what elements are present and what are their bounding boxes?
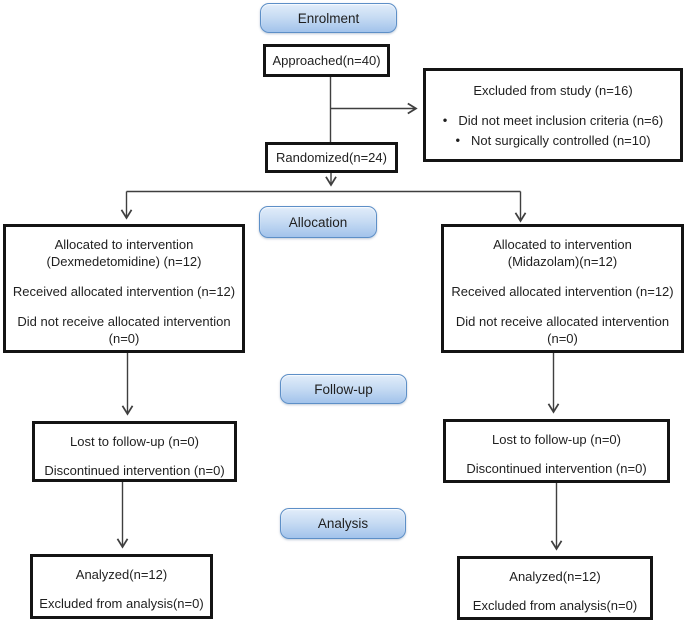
stage-label-enrolment: Enrolment <box>260 3 397 33</box>
allocated-line: Allocated to intervention <box>493 237 632 252</box>
received-line: Received allocated intervention (n=12) <box>12 284 236 299</box>
excluded-bullet-item: • Did not meet inclusion criteria (n=6) <box>432 112 674 129</box>
approached-box: Approached(n=40) <box>263 44 390 77</box>
excluded-from-analysis-line: Excluded from analysis(n=0) <box>39 596 204 611</box>
allocation-text-block: Allocated to intervention (Midazolam)(n=… <box>448 236 677 270</box>
not-received-line: (n=0) <box>547 331 578 346</box>
lost-to-followup-line: Lost to follow-up (n=0) <box>70 434 199 449</box>
allocated-line: (Dexmedetomidine) (n=12) <box>46 254 202 269</box>
discontinued-line: Discontinued intervention (n=0) <box>44 463 225 478</box>
randomized-text: Randomized(n=24) <box>276 150 387 165</box>
allocated-line: Allocated to intervention <box>54 237 194 252</box>
bullet-icon: • <box>455 132 460 148</box>
stage-label-text: Analysis <box>317 516 369 531</box>
allocated-line: (Midazolam)(n=12) <box>507 254 618 269</box>
lost-to-followup-line: Lost to follow-up (n=0) <box>492 432 621 447</box>
stage-label-followup: Follow-up <box>280 374 407 404</box>
not-received-line: (n=0) <box>108 331 140 346</box>
allocation-box-dexmedetomidine: Allocated to intervention (Dexmedetomidi… <box>3 224 245 353</box>
discontinued-line: Discontinued intervention (n=0) <box>466 461 647 476</box>
excluded-bullet-text: Not surgically controlled (n=10) <box>471 133 651 148</box>
randomized-box: Randomized(n=24) <box>265 142 398 173</box>
not-received-block: Did not receive allocated intervention (… <box>448 313 677 347</box>
stage-label-text: Follow-up <box>314 381 373 397</box>
excluded-bullet-item: • Not surgically controlled (n=10) <box>432 132 674 149</box>
excluded-bullet-text: Did not meet inclusion criteria (n=6) <box>458 113 664 128</box>
not-received-line: Did not receive allocated intervention <box>17 314 231 329</box>
followup-box-left: Lost to follow-up (n=0) Discontinued int… <box>32 421 237 482</box>
allocation-text-block: Allocated to intervention (Dexmedetomidi… <box>10 236 238 270</box>
excluded-from-analysis-line: Excluded from analysis(n=0) <box>472 598 638 613</box>
stage-label-analysis: Analysis <box>280 508 406 539</box>
analyzed-line: Analyzed(n=12) <box>75 567 168 582</box>
not-received-line: Did not receive allocated intervention <box>455 314 670 329</box>
not-received-block: Did not receive allocated intervention (… <box>10 313 238 347</box>
received-line: Received allocated intervention (n=12) <box>451 284 674 299</box>
excluded-box: Excluded from study (n=16) • Did not meet… <box>423 68 683 162</box>
stage-label-text: Allocation <box>288 214 348 230</box>
analysis-box-right: Analyzed(n=12) Excluded from analysis(n=… <box>457 556 653 620</box>
analysis-box-left: Analyzed(n=12) Excluded from analysis(n=… <box>30 554 213 619</box>
approached-text: Approached(n=40) <box>272 53 381 68</box>
stage-label-allocation: Allocation <box>259 206 377 238</box>
analyzed-line: Analyzed(n=12) <box>509 569 601 584</box>
allocation-box-midazolam: Allocated to intervention (Midazolam)(n=… <box>441 224 684 353</box>
bullet-icon: • <box>442 112 448 128</box>
followup-box-right: Lost to follow-up (n=0) Discontinued int… <box>443 419 670 483</box>
excluded-title: Excluded from study (n=16) <box>473 83 633 98</box>
stage-label-text: Enrolment <box>297 10 360 26</box>
